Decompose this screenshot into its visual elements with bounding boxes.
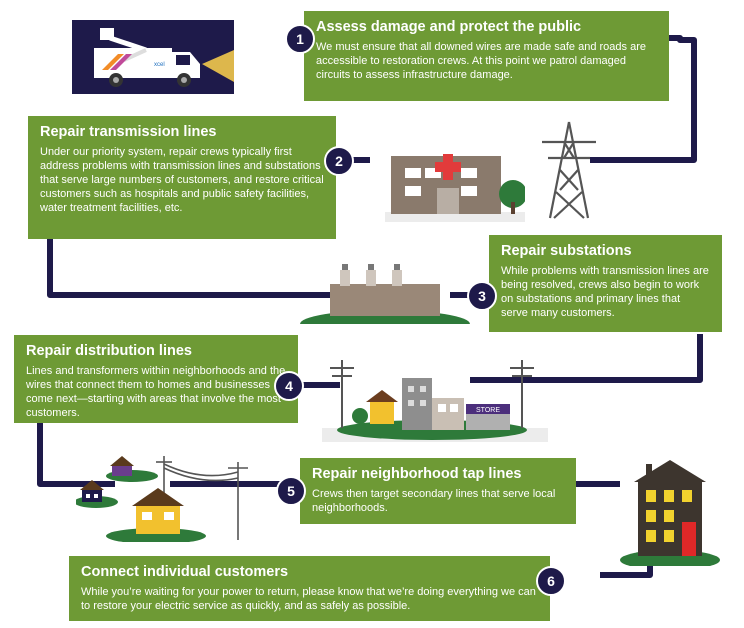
step-2-box: Repair transmission lines Under our prio… (28, 116, 336, 239)
step-1-box: Assess damage and protect the public We … (304, 11, 669, 101)
step-4-box: Repair distribution lines Lines and tran… (14, 335, 298, 423)
step-5-badge: 5 (276, 476, 306, 506)
neighborhood-icon (76, 456, 248, 542)
substation-icon (300, 264, 470, 324)
step-3-title: Repair substations (501, 243, 632, 259)
town-icon: STORE (322, 360, 548, 442)
step-5-box: Repair neighborhood tap lines Crews then… (300, 458, 576, 524)
step-1-badge: 1 (285, 24, 315, 54)
truck-logo: xcel (154, 62, 165, 68)
step-2-title: Repair transmission lines (40, 124, 217, 140)
step-4-badge: 4 (274, 371, 304, 401)
step-1-title: Assess damage and protect the public (316, 19, 582, 35)
hospital-icon (385, 154, 525, 222)
step-6-text: While you’re waiting for your power to r… (81, 586, 536, 612)
step-4-text: Lines and transformers within neighborho… (26, 365, 286, 419)
step-6-title: Connect individual customers (81, 564, 289, 580)
utility-truck-icon: xcel (72, 20, 234, 94)
house-icon (620, 460, 720, 566)
step-3-text: While problems with transmission lines a… (501, 265, 709, 319)
step-6-badge: 6 (536, 566, 566, 596)
step-3-box: Repair substations While problems with t… (489, 235, 722, 332)
step-4-title: Repair distribution lines (26, 343, 192, 359)
step-5-title: Repair neighborhood tap lines (312, 466, 522, 482)
store-sign: STORE (476, 407, 500, 414)
step-3-badge: 3 (467, 281, 497, 311)
transmission-tower-icon (542, 121, 596, 219)
step-1-text: We must ensure that all downed wires are… (316, 41, 646, 81)
step-6-box: Connect individual customers While you’r… (69, 556, 550, 621)
step-5-text: Crews then target secondary lines that s… (312, 488, 556, 514)
step-2-badge: 2 (324, 146, 354, 176)
step-2-text: Under our priority system, repair crews … (40, 146, 324, 214)
